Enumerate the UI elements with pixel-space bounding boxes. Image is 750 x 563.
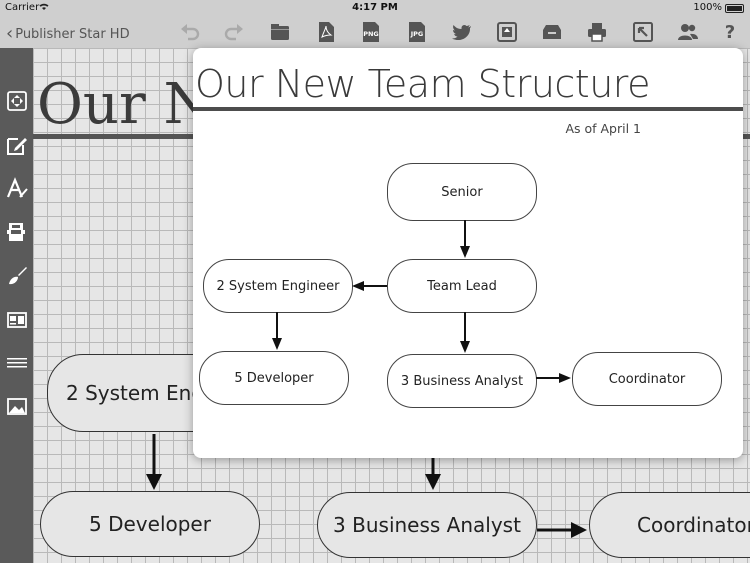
canvas-title[interactable]: Our N xyxy=(37,72,213,137)
battery-icon xyxy=(725,4,744,13)
fit-screen-icon[interactable] xyxy=(495,20,519,44)
pdf-icon[interactable] xyxy=(314,20,338,44)
canvas-node-business-analyst[interactable]: 3 Business Analyst xyxy=(317,492,537,558)
node-senior: Senior xyxy=(387,163,537,221)
twitter-icon[interactable] xyxy=(450,20,474,44)
preview-title-rule xyxy=(193,107,743,111)
lines-icon[interactable] xyxy=(4,350,29,375)
image-icon[interactable] xyxy=(4,394,29,419)
share-people-icon[interactable] xyxy=(676,20,700,44)
save-icon[interactable] xyxy=(268,20,292,44)
redo-icon[interactable] xyxy=(222,20,246,44)
wifi-icon xyxy=(38,1,50,14)
fit-icon[interactable] xyxy=(4,88,29,113)
png-icon[interactable]: PNG xyxy=(359,20,383,44)
canvas-node-developer[interactable]: 5 Developer xyxy=(40,491,260,557)
node-coordinator: Coordinator xyxy=(572,352,722,406)
preview-connectors xyxy=(272,220,571,383)
preview-subtitle: As of April 1 xyxy=(565,121,641,136)
canvas-node-coordinator[interactable]: Coordinator xyxy=(589,492,750,558)
png-text: PNG xyxy=(363,30,379,38)
text-style-icon[interactable] xyxy=(4,175,29,200)
navigation-bar: ‹Publisher Star HD PNG JPG ? xyxy=(0,16,750,49)
node-developer: 5 Developer xyxy=(199,351,349,405)
tool-sidebar xyxy=(0,48,33,563)
back-label: Publisher Star HD xyxy=(15,27,130,42)
jpg-icon[interactable]: JPG xyxy=(405,20,429,44)
export-icon[interactable] xyxy=(631,20,655,44)
export-preview-popover: Our New Team Structure As of April 1 Sen… xyxy=(193,48,743,458)
layout-icon[interactable] xyxy=(4,307,29,332)
archive-icon[interactable] xyxy=(540,20,564,44)
node-business-analyst: 3 Business Analyst xyxy=(387,354,537,408)
help-icon[interactable]: ? xyxy=(718,20,742,44)
chevron-left-icon: ‹ xyxy=(6,23,14,44)
back-button[interactable]: ‹Publisher Star HD xyxy=(6,22,130,44)
print-icon[interactable] xyxy=(585,20,609,44)
preview-title: Our New Team Structure xyxy=(195,62,650,106)
jpg-text: JPG xyxy=(410,30,424,38)
node-team-lead: Team Lead xyxy=(387,259,537,313)
arrange-icon[interactable] xyxy=(4,219,29,244)
status-bar: Carrier 4:17 PM 100% xyxy=(0,0,750,16)
node-system-engineer: 2 System Engineer xyxy=(203,259,353,313)
undo-icon[interactable] xyxy=(178,20,202,44)
carrier-label: Carrier xyxy=(5,2,40,13)
clock: 4:17 PM xyxy=(352,2,398,13)
help-text: ? xyxy=(724,21,736,43)
canvas-connectors xyxy=(146,434,587,538)
brush-icon[interactable] xyxy=(4,263,29,288)
battery-percent: 100% xyxy=(693,2,722,13)
edit-icon[interactable] xyxy=(4,132,29,157)
